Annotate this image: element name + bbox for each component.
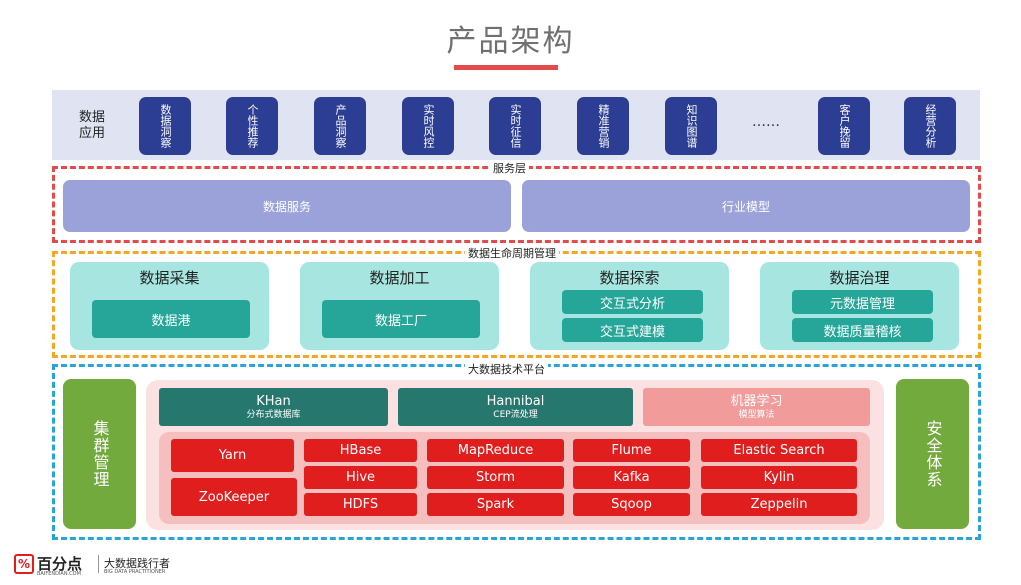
logo-slogan: 大数据践行者: [104, 557, 170, 570]
app-chip-label: 数据洞察: [159, 104, 172, 148]
percent-logo-icon: %: [14, 553, 34, 574]
app-chip-realtime-credit[interactable]: 实时征信: [489, 97, 541, 155]
component-kafka[interactable]: Kafka: [573, 466, 690, 489]
app-chip-product-insight[interactable]: 产品洞察: [314, 97, 366, 155]
lifecycle-card-title: 数据探索: [599, 269, 660, 287]
khan-tile[interactable]: KHan 分布式数据库: [159, 388, 388, 426]
app-chip-label: 精准营销: [597, 104, 610, 148]
component-spark[interactable]: Spark: [427, 493, 564, 516]
apps-ellipsis: ……: [752, 114, 780, 130]
security-system-tile[interactable]: 安全体系: [896, 379, 969, 529]
component-elastic-search[interactable]: Elastic Search: [701, 439, 857, 462]
component-storm[interactable]: Storm: [427, 466, 564, 489]
company-logo: % 百分点 BAIFENDIAN.COM 大数据践行者 BIG DATA PRA…: [14, 553, 170, 577]
component-flume[interactable]: Flume: [573, 439, 690, 462]
platform-label: 大数据技术平台: [465, 361, 548, 377]
lifecycle-card-collection: 数据采集 数据港: [70, 262, 269, 350]
lifecycle-card-title: 数据加工: [369, 269, 430, 287]
data-applications-label: 数据 应用: [72, 110, 112, 142]
app-chip-label: 知识图谱: [685, 104, 698, 148]
apps-label-line2: 应用: [78, 126, 105, 141]
app-chip-precision-marketing[interactable]: 精准营销: [577, 97, 629, 155]
machine-learning-sub: 模型算法: [738, 409, 775, 420]
component-yarn[interactable]: Yarn: [171, 439, 294, 472]
app-chip-label: 客户挽留: [838, 104, 851, 148]
logo-name: 百分点: [37, 555, 83, 573]
app-chip-label: 实时征信: [509, 104, 522, 148]
hannibal-sub: CEP流处理: [493, 409, 538, 420]
data-port-button[interactable]: 数据港: [92, 300, 250, 338]
interactive-modeling-button[interactable]: 交互式建模: [562, 318, 703, 342]
lifecycle-card-exploration: 数据探索 交互式分析 交互式建模: [530, 262, 729, 350]
title-underline: [454, 65, 558, 70]
component-mapreduce[interactable]: MapReduce: [427, 439, 564, 462]
apps-label-line1: 数据: [78, 110, 105, 125]
component-hdfs[interactable]: HDFS: [304, 493, 417, 516]
component-hive[interactable]: Hive: [304, 466, 417, 489]
app-chip-label: 实时风控: [422, 104, 435, 148]
app-chip-realtime-risk[interactable]: 实时风控: [402, 97, 454, 155]
cluster-management-label: 集群管理: [90, 420, 110, 488]
app-chip-personal-recommend[interactable]: 个性推荐: [226, 97, 278, 155]
machine-learning-tile[interactable]: 机器学习 模型算法: [643, 388, 870, 426]
data-quality-audit-button[interactable]: 数据质量稽核: [792, 318, 933, 342]
machine-learning-name: 机器学习: [730, 393, 783, 409]
hannibal-name: Hannibal: [486, 393, 545, 409]
industry-model-tile[interactable]: 行业模型: [522, 180, 970, 232]
lifecycle-card-title: 数据治理: [829, 269, 890, 287]
app-chip-label: 产品洞察: [334, 104, 347, 148]
security-system-label: 安全体系: [923, 420, 943, 488]
app-chip-data-insight[interactable]: 数据洞察: [139, 97, 191, 155]
khan-sub: 分布式数据库: [246, 409, 301, 420]
logo-slogan-subtitle: BIG DATA PRACTITIONER: [104, 569, 166, 575]
lifecycle-card-title: 数据采集: [139, 269, 200, 287]
data-service-tile[interactable]: 数据服务: [63, 180, 511, 232]
component-sqoop[interactable]: Sqoop: [573, 493, 690, 516]
lifecycle-card-governance: 数据治理 元数据管理 数据质量稽核: [760, 262, 959, 350]
app-chip-label: 经营分析: [924, 104, 937, 148]
cluster-management-tile[interactable]: 集群管理: [63, 379, 136, 529]
component-hbase[interactable]: HBase: [304, 439, 417, 462]
component-zookeeper[interactable]: ZooKeeper: [171, 478, 297, 516]
interactive-analysis-button[interactable]: 交互式分析: [562, 290, 703, 314]
metadata-management-button[interactable]: 元数据管理: [792, 290, 933, 314]
component-kylin[interactable]: Kylin: [701, 466, 857, 489]
khan-name: KHan: [256, 393, 291, 409]
logo-subtitle: BAIFENDIAN.COM: [37, 571, 81, 577]
logo-divider: [98, 555, 99, 573]
page-title: 产品架构: [446, 24, 575, 59]
app-chip-knowledge-graph[interactable]: 知识图谱: [665, 97, 717, 155]
app-chip-business-analysis[interactable]: 经营分析: [904, 97, 956, 155]
lifecycle-label: 数据生命周期管理: [465, 245, 559, 261]
app-chip-label: 个性推荐: [246, 104, 259, 148]
app-chip-customer-retention[interactable]: 客户挽留: [818, 97, 870, 155]
hannibal-tile[interactable]: Hannibal CEP流处理: [398, 388, 633, 426]
lifecycle-card-processing: 数据加工 数据工厂: [300, 262, 499, 350]
component-zeppelin[interactable]: Zeppelin: [701, 493, 857, 516]
service-layer-label: 服务层: [490, 160, 529, 176]
data-factory-button[interactable]: 数据工厂: [322, 300, 480, 338]
